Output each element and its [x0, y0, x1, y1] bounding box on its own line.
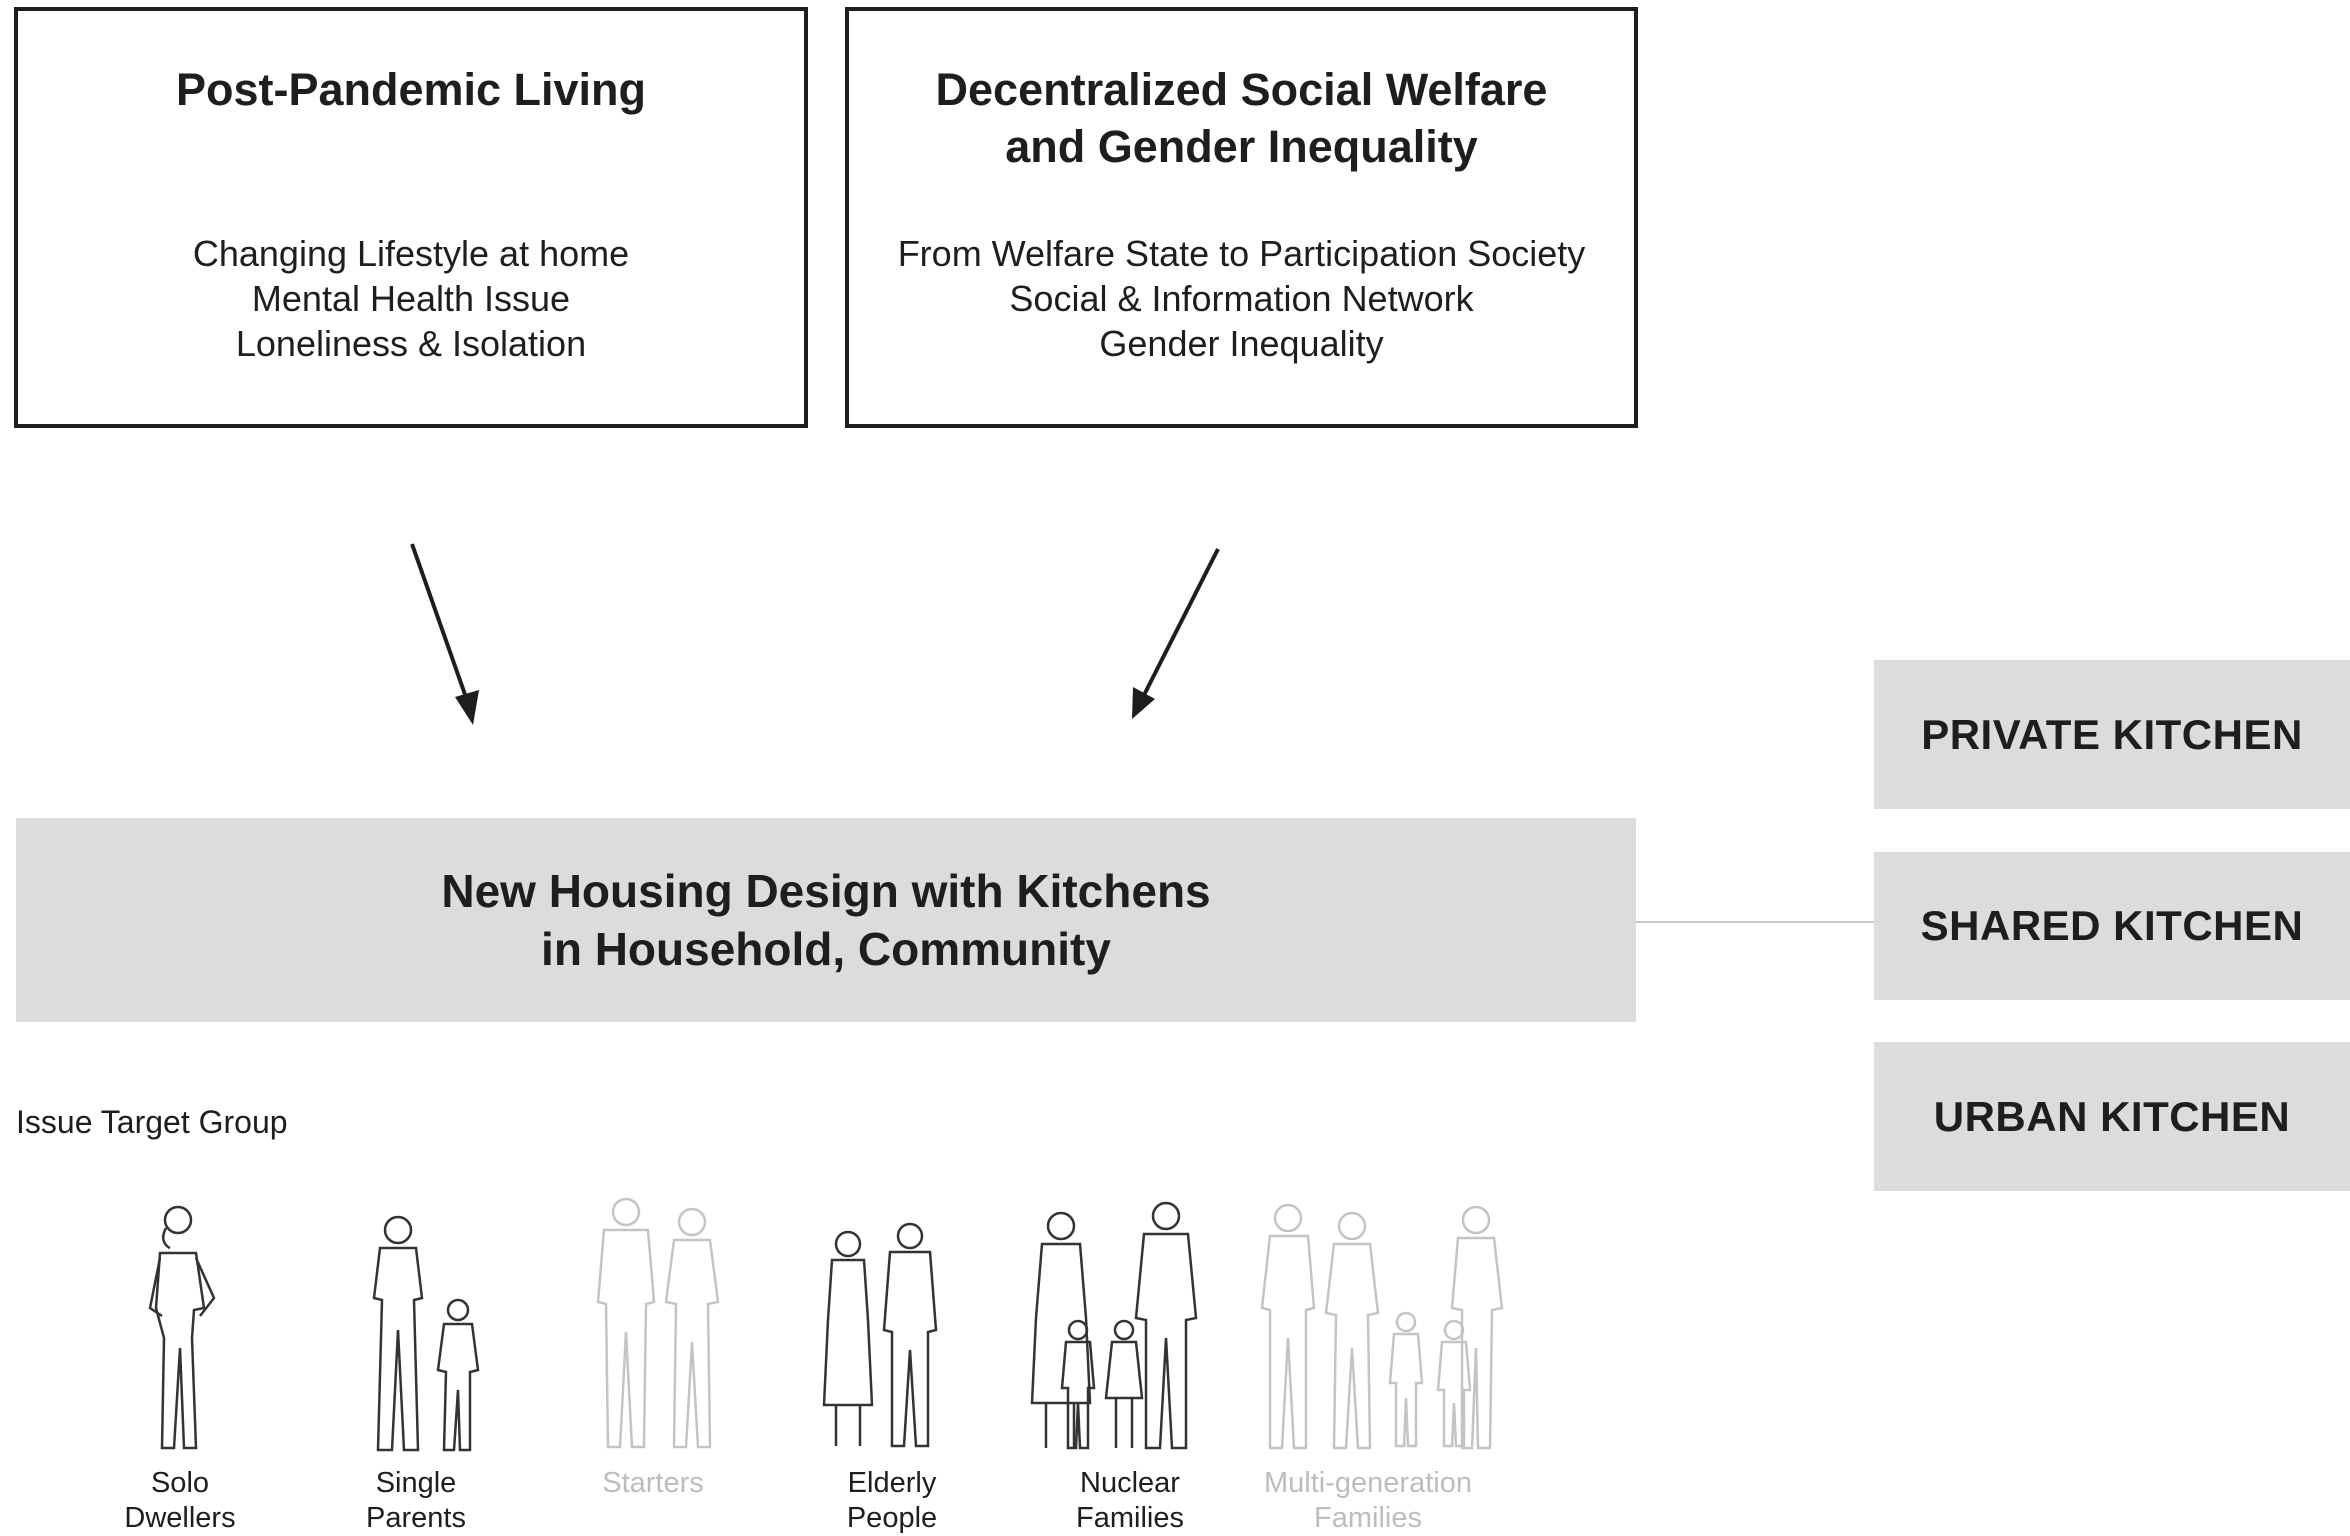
target-group-label: Solo Dwellers — [80, 1466, 280, 1536]
issue-box-items: Changing Lifestyle at home Mental Health… — [18, 231, 804, 366]
urban-kitchen-box: URBAN KITCHEN — [1874, 1042, 2350, 1191]
target-group-heading: Issue Target Group — [16, 1104, 288, 1140]
target-group-label: Multi-generation Families — [1238, 1466, 1498, 1536]
label-line: Families — [1076, 1502, 1184, 1534]
label-line: Single — [375, 1467, 457, 1499]
adult-and-child-figure-icon — [358, 1210, 494, 1455]
kitchen-label: PRIVATE KITCHEN — [1921, 710, 2303, 758]
label-line: People — [846, 1502, 938, 1534]
couple-figure-icon — [588, 1192, 734, 1452]
issue-box-title-line: and Gender Inequality — [1005, 121, 1478, 172]
issue-box-post-pandemic: Post-Pandemic Living Changing Lifestyle … — [14, 7, 808, 428]
family-figure-icon — [1016, 1198, 1210, 1453]
label-line: Dwellers — [124, 1502, 236, 1534]
central-housing-design-box: New Housing Design with Kitchens in Hous… — [16, 818, 1636, 1022]
target-group-label: Single Parents — [316, 1466, 516, 1536]
label-line: Parents — [366, 1502, 466, 1534]
label-line: Nuclear — [1080, 1467, 1180, 1499]
issue-box-title: Post-Pandemic Living — [18, 61, 804, 118]
label-line: Families — [1314, 1502, 1422, 1534]
issue-item: Social & Information Network — [1009, 278, 1474, 319]
label-line: Elderly — [847, 1467, 937, 1499]
issue-item: From Welfare State to Participation Soci… — [897, 233, 1586, 274]
left-arrow — [410, 543, 479, 725]
central-title: New Housing Design with Kitchens in Hous… — [441, 862, 1210, 978]
issue-box-items: From Welfare State to Participation Soci… — [849, 231, 1634, 366]
single-adult-figure-icon — [130, 1198, 230, 1453]
private-kitchen-box: PRIVATE KITCHEN — [1874, 660, 2350, 809]
issue-box-title-line: Decentralized Social Welfare — [935, 64, 1548, 115]
multigeneration-family-figure-icon — [1258, 1198, 1510, 1453]
label-line: Starters — [602, 1467, 704, 1499]
target-group-label: Nuclear Families — [1030, 1466, 1230, 1536]
kitchen-label: URBAN KITCHEN — [1933, 1092, 2291, 1140]
issue-box-title-line: Post-Pandemic Living — [175, 64, 647, 115]
central-title-line: New Housing Design with Kitchens — [441, 865, 1211, 917]
issue-item: Loneliness & Isolation — [235, 323, 587, 364]
target-group-label: Starters — [553, 1466, 753, 1501]
issue-item: Changing Lifestyle at home — [192, 233, 630, 274]
kitchen-label: SHARED KITCHEN — [1920, 902, 2304, 949]
label-line: Multi-generation — [1264, 1467, 1472, 1499]
elderly-couple-figure-icon — [818, 1220, 946, 1450]
shared-kitchen-box: SHARED KITCHEN — [1874, 852, 2350, 1000]
label-line: Solo — [150, 1467, 210, 1499]
issue-box-social-welfare: Decentralized Social Welfare and Gender … — [845, 7, 1638, 428]
issue-item: Gender Inequality — [1099, 323, 1384, 364]
issue-box-title: Decentralized Social Welfare and Gender … — [849, 61, 1634, 175]
target-group-label: Elderly People — [792, 1466, 992, 1536]
issue-item: Mental Health Issue — [251, 278, 571, 319]
right-arrow — [1132, 548, 1220, 719]
central-title-line: in Household, Community — [541, 923, 1111, 975]
